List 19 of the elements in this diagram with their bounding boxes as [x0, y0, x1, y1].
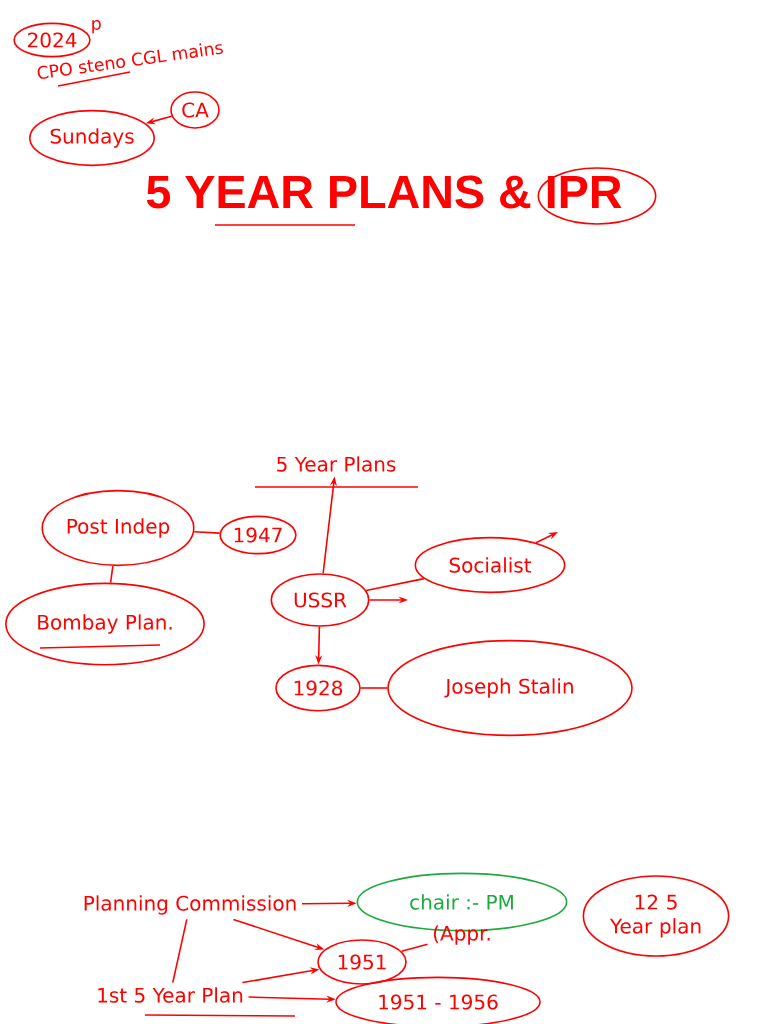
- circled-text: Sundays: [29, 109, 155, 167]
- handwritten-text: Planning Commission: [84, 895, 296, 915]
- circled-text: Post Indep: [41, 489, 195, 567]
- circled-text: Socialist: [414, 536, 566, 594]
- circled-text: 1951 - 1956: [335, 976, 541, 1024]
- circled-text: CA: [170, 91, 220, 129]
- highlight-circle: [537, 167, 657, 225]
- circled-text: Joseph Stalin: [387, 639, 633, 737]
- circled-text: USSR: [270, 573, 370, 627]
- circled-text: 1928: [275, 664, 361, 712]
- handwritten-note: p: [92, 20, 101, 34]
- circled-text: Bombay Plan.: [5, 582, 205, 666]
- circled-text: 12 5 Year plan: [582, 875, 730, 957]
- circled-text: 1951: [317, 939, 407, 985]
- circled-text: 2024: [13, 22, 91, 58]
- circled-text: 1947: [219, 515, 297, 555]
- handwritten-text: 5 Year Plans: [277, 456, 396, 472]
- title: 5 YEAR PLANS & IPR: [146, 175, 622, 209]
- handwritten-text: 1st 5 Year Plan: [98, 987, 243, 1003]
